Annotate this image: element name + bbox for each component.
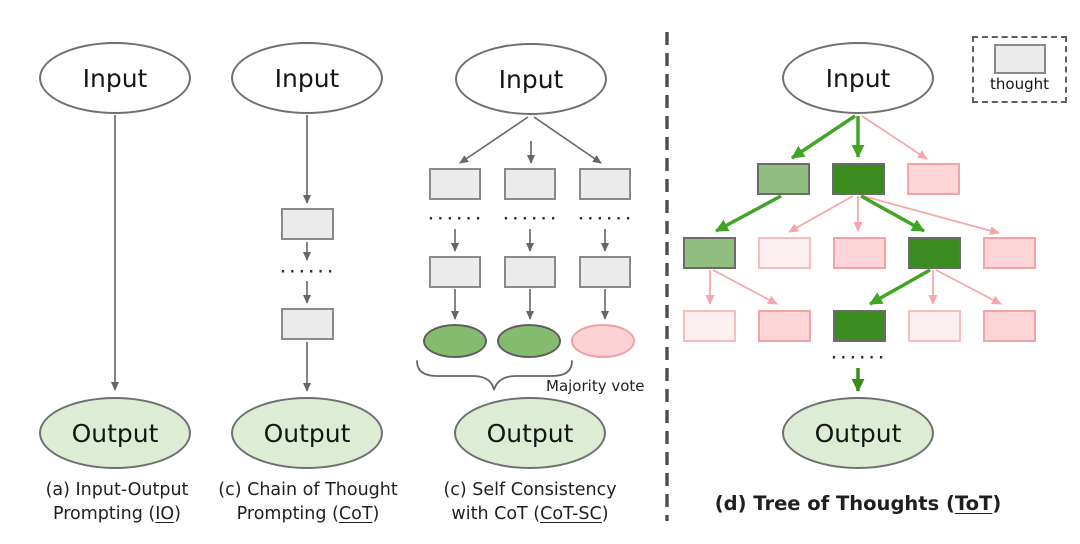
cot-sc-vote-ellipse-green: [497, 324, 561, 358]
cot-input-node: Input: [231, 42, 383, 114]
caption-tot: (d) Tree of Thoughts (ToT): [708, 491, 1008, 517]
tot-thought-node-pink: [983, 237, 1036, 269]
caption-io: (a) Input-Output Prompting (IO): [22, 479, 212, 526]
caption-tot-prefix: (d) Tree of Thoughts (: [714, 492, 955, 515]
cot-ellipsis-dots: ······: [278, 264, 336, 280]
majority-vote-label: Majority vote: [546, 377, 645, 395]
caption-cot-line1: (c) Chain of Thought: [218, 480, 398, 500]
cot-sc-thought-box-a1: [429, 168, 481, 200]
tot-tree-row-3: [683, 310, 1036, 342]
tot-thought-node-pink-faint: [908, 310, 961, 342]
cot-sc-thought-box-b3: [579, 256, 631, 288]
tot-thought-node-pink: [833, 237, 886, 269]
tot-thought-node-pink: [983, 310, 1036, 342]
cot-sc-vote-ellipse-green: [423, 324, 487, 358]
io-output-node: Output: [39, 397, 191, 469]
tot-thought-node-pink-faint: [758, 237, 811, 269]
cot-sc-vote-ellipse-pink: [571, 324, 635, 358]
thought-legend-label: thought: [990, 75, 1049, 93]
tot-output-label: Output: [814, 418, 902, 448]
caption-cot: (c) Chain of Thought Prompting (CoT): [213, 479, 403, 526]
cot-input-label: Input: [274, 63, 340, 93]
tot-thought-node-green-light: [757, 163, 810, 195]
caption-cot-sc-line2-prefix: with CoT (: [451, 503, 541, 524]
cot-thought-box-2: [281, 308, 334, 340]
caption-cot-sc-line2: with CoT (CoT-SC): [435, 503, 625, 527]
caption-cot-line2-prefix: Prompting (: [236, 503, 339, 524]
tot-green-arrows: [715, 114, 931, 306]
cot-output-node: Output: [231, 397, 383, 469]
cot-sc-thought-box-b2: [504, 256, 556, 288]
thought-legend: thought: [972, 36, 1067, 103]
caption-cot-abbr: CoT: [338, 503, 373, 524]
caption-cot-line2: Prompting (CoT): [213, 503, 403, 527]
cot-sc-output-node: Output: [454, 397, 606, 469]
cot-sc-input-node: Input: [455, 43, 607, 115]
cot-sc-output-label: Output: [486, 418, 574, 448]
tot-tree-row-2: [683, 237, 1036, 269]
cot-sc-input-label: Input: [498, 64, 564, 94]
tot-input-node: Input: [782, 42, 934, 114]
thought-swatch-box: [993, 44, 1046, 74]
caption-io-line1: (a) Input-Output: [45, 480, 189, 500]
cot-sc-ellipsis-dots-2: ······: [501, 211, 559, 227]
caption-io-line2-prefix: Prompting (: [53, 503, 156, 524]
caption-cot-sc: (c) Self Consistency with CoT (CoT-SC): [435, 479, 625, 526]
io-input-node: Input: [39, 42, 191, 114]
tot-thought-node-pink-faint: [683, 310, 736, 342]
tot-tree-row-1: [757, 163, 960, 195]
cot-sc-thought-box-a2: [504, 168, 556, 200]
caption-cot-sc-abbr: CoT-SC: [540, 503, 602, 524]
cot-sc-thought-box-a3: [579, 168, 631, 200]
tot-pink-arrows: [705, 115, 1002, 305]
io-input-label: Input: [82, 63, 148, 93]
cot-sc-thought-box-b1: [429, 256, 481, 288]
tot-thought-node-pink: [758, 310, 811, 342]
io-output-label: Output: [71, 418, 159, 448]
cot-sc-arrows: [451, 116, 609, 320]
cot-output-label: Output: [263, 418, 351, 448]
tot-thought-node-green-dark: [832, 163, 885, 195]
cot-thought-box-1: [281, 208, 334, 240]
caption-io-abbr: IO: [155, 503, 175, 524]
tot-thought-node-green-dark: [908, 237, 961, 269]
cot-sc-ellipsis-dots-1: ······: [426, 211, 484, 227]
caption-cot-sc-line2-suffix: ): [601, 503, 609, 524]
tot-output-node: Output: [782, 397, 934, 469]
tot-thought-node-pink: [907, 163, 960, 195]
tot-input-label: Input: [825, 63, 891, 93]
tot-thought-node-green-dark: [833, 310, 886, 342]
caption-tot-abbr: ToT: [954, 492, 993, 515]
caption-cot-sc-line1: (c) Self Consistency: [443, 480, 617, 500]
cot-sc-ellipsis-dots-3: ······: [576, 211, 634, 227]
tot-ellipsis-dots: ······: [829, 350, 887, 366]
caption-io-line2: Prompting (IO): [22, 503, 212, 527]
tot-thought-node-green-light: [683, 237, 736, 269]
caption-tot-suffix: ): [992, 492, 1002, 515]
caption-io-line2-suffix: ): [174, 503, 181, 524]
cot-sc-vote-row: [423, 324, 635, 358]
caption-cot-line2-suffix: ): [372, 503, 380, 524]
majority-vote-brace: [416, 360, 573, 391]
